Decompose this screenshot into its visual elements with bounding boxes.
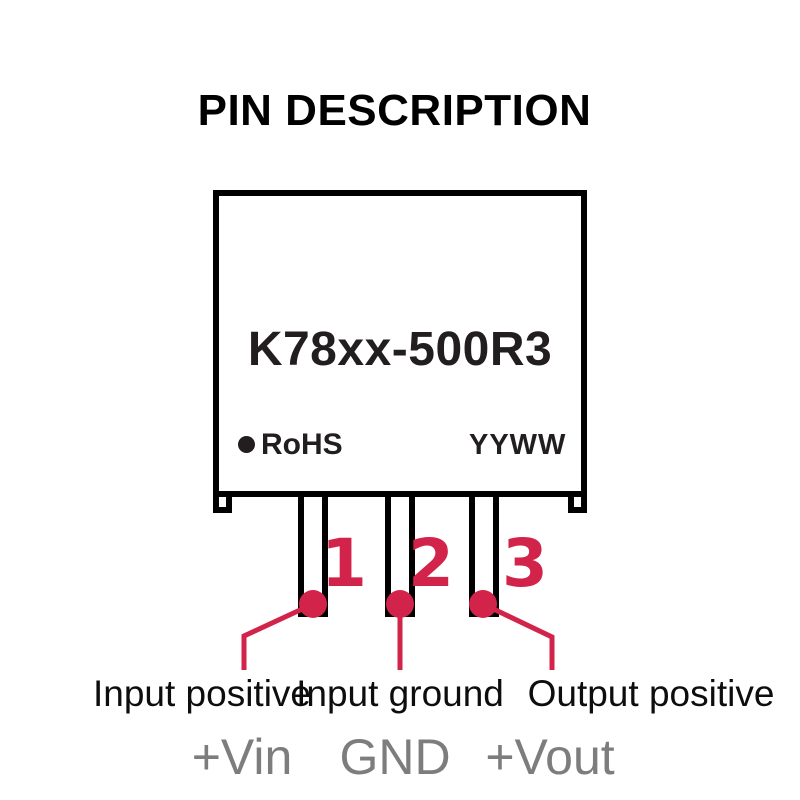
- pin-2-signal-label: GND: [339, 729, 451, 785]
- package-notch-right: [568, 494, 587, 513]
- pin-3-description: Output positive: [527, 673, 775, 714]
- pin-1-signal-label: +Vin: [191, 729, 293, 785]
- pin-2-description: Input ground: [296, 673, 504, 714]
- page-title: PIN DESCRIPTION: [197, 86, 592, 135]
- pin-1-description: Input positive: [92, 673, 312, 714]
- pin-3-dot: [469, 590, 497, 618]
- rohs-label: RoHS: [261, 428, 343, 461]
- pin-2-dot: [386, 590, 414, 618]
- pin-3-leader-line: [481, 601, 555, 670]
- pin-3-signal-label: +Vout: [485, 729, 615, 785]
- pin-number-1: 1: [321, 525, 367, 602]
- date-code-label: YYWW: [469, 429, 567, 461]
- pin-number-2: 2: [408, 525, 454, 602]
- pin-1-dot: [299, 590, 327, 618]
- package-body-outline: [213, 190, 587, 497]
- rohs-bullet-icon: [238, 436, 255, 453]
- part-number-label: K78xx-500R3: [247, 323, 553, 376]
- package-notch-left: [213, 494, 232, 513]
- pin-number-3: 3: [502, 525, 548, 602]
- pin-1-leader-line: [241, 601, 315, 670]
